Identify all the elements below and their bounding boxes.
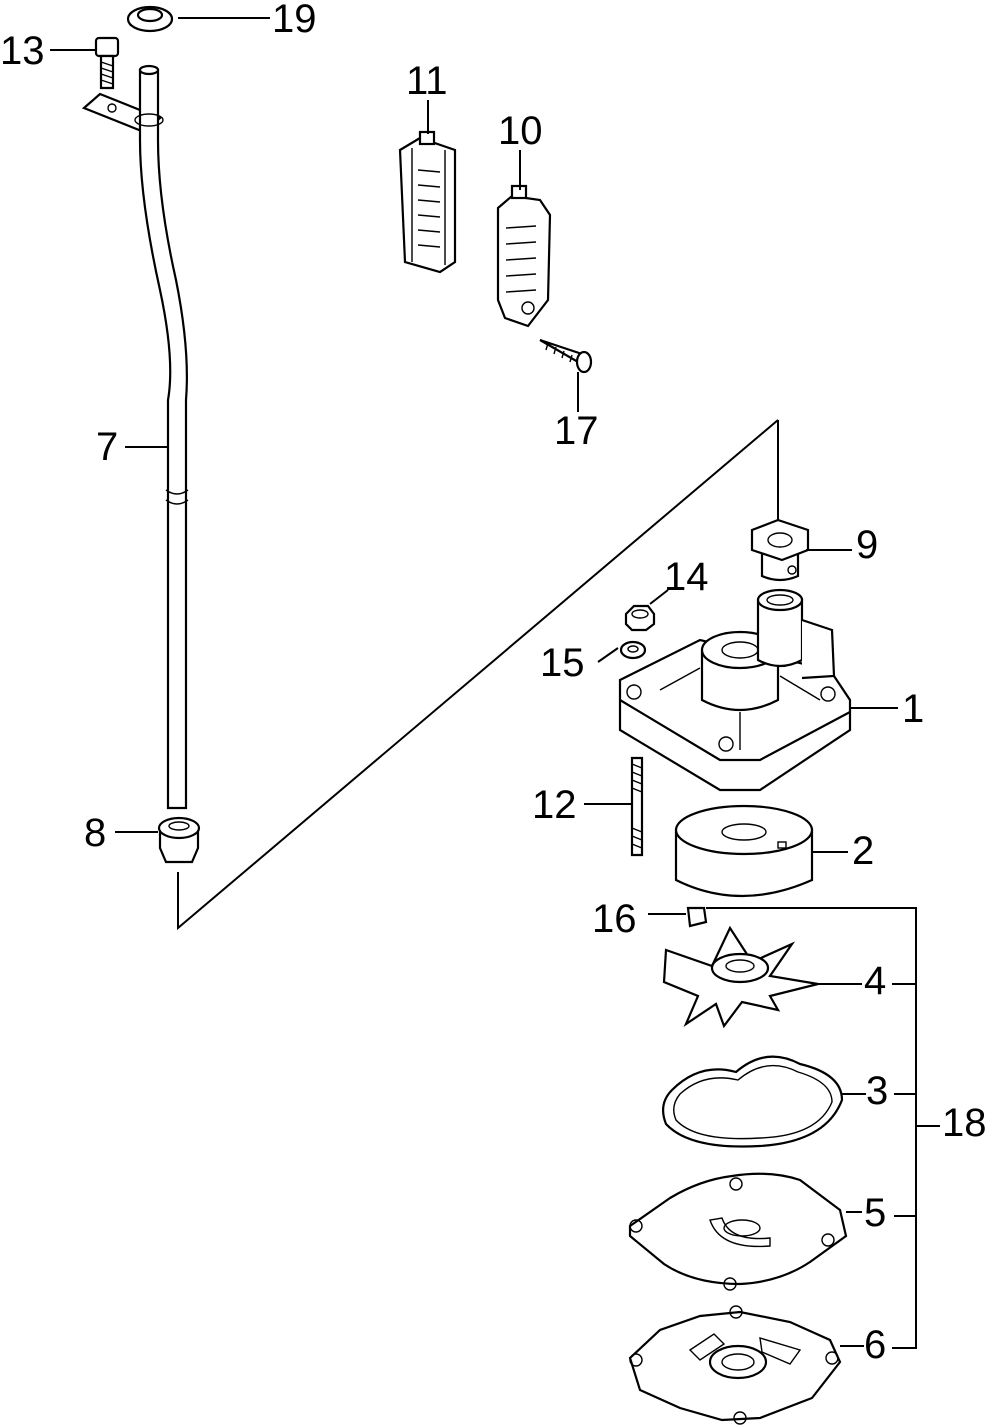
callout-13: 13 — [0, 29, 45, 73]
callout-18: 18 — [942, 1101, 987, 1145]
callout-1: 1 — [902, 687, 924, 731]
part-19-grommet — [126, 5, 270, 33]
callout-4: 4 — [864, 959, 886, 1003]
callout-8: 8 — [84, 811, 106, 855]
leader-9-to-8 — [177, 419, 779, 931]
callout-10: 10 — [498, 109, 543, 153]
callout-12: 12 — [532, 783, 577, 827]
part-5-plate — [628, 1172, 862, 1291]
callout-16: 16 — [592, 897, 637, 941]
part-15-washer — [597, 640, 647, 663]
part-3-gasket — [661, 1055, 866, 1148]
part-17-screw — [539, 338, 593, 412]
part-7-tube — [81, 64, 189, 810]
part-8-grommet — [115, 816, 201, 864]
part-6-plate — [628, 1305, 864, 1425]
callout-9: 9 — [856, 523, 878, 567]
part-9-fitting — [750, 518, 852, 582]
part-14-nut — [624, 589, 669, 632]
part-1-housing — [618, 588, 898, 792]
callout-2: 2 — [852, 829, 874, 873]
callout-17: 17 — [554, 409, 599, 453]
callout-7: 7 — [96, 425, 118, 469]
callout-14: 14 — [664, 555, 709, 599]
callout-11: 11 — [406, 59, 448, 103]
part-16-key — [648, 906, 708, 928]
kit-bracket-18 — [706, 907, 940, 1349]
part-11-filter — [398, 100, 457, 274]
part-13-bolt — [50, 36, 120, 90]
callout-15: 15 — [540, 641, 585, 685]
part-12-stud — [584, 756, 644, 857]
part-2-insert — [674, 804, 848, 898]
callout-5: 5 — [864, 1191, 886, 1235]
callout-3: 3 — [866, 1069, 888, 1113]
part-10-cover — [496, 150, 552, 328]
callout-6: 6 — [864, 1323, 886, 1367]
part-4-impeller — [662, 925, 862, 1029]
callout-19: 19 — [272, 0, 317, 41]
